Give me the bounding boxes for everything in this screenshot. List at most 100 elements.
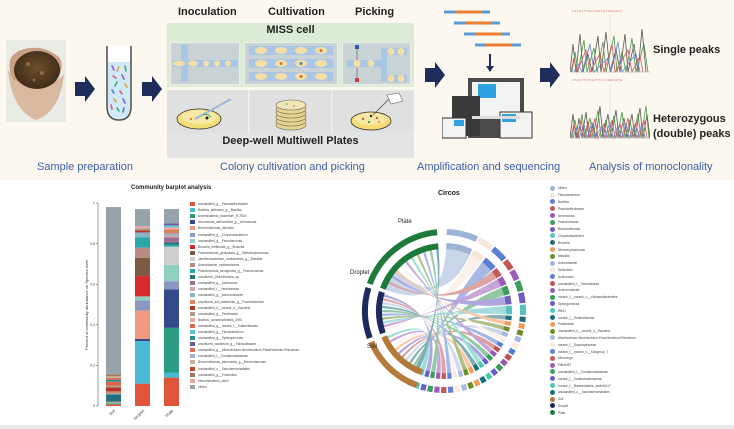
legend-dot	[550, 383, 555, 388]
legend-swatch	[190, 354, 195, 359]
bar-segment	[164, 377, 179, 406]
circos-taxon-sector	[482, 257, 496, 271]
legend-label: norank_f__Bacteroidetes_vadinHA17	[558, 383, 611, 388]
legend-dot	[550, 301, 555, 307]
circos-taxon-sector	[489, 349, 498, 357]
legend-item: Brevundimonas_diminuta	[190, 225, 299, 231]
circos-taxon-outer-band	[473, 379, 481, 387]
legend-label: Acinetobacter_radioresistens	[198, 262, 240, 267]
legend-dot	[550, 185, 555, 191]
bar-segment	[106, 207, 121, 375]
circos-legend-item: Pedobacter	[550, 321, 636, 328]
legend-label: Sphingomonas	[558, 301, 580, 306]
circos-legend-item: norank_f__norank_o__Subgroup_7	[550, 348, 636, 355]
legend-item: unclassified_g__Sphingomonas	[190, 335, 299, 341]
circos-taxon-sector	[447, 372, 452, 379]
legend-item: unclassified_g__Trodoebus	[190, 372, 299, 378]
circos-legend-item: unclassified_o__Saccharimonadales	[550, 389, 636, 396]
circos-legend-item: Soil	[550, 396, 636, 403]
legend-dot	[550, 267, 555, 273]
bar-segment	[164, 233, 179, 236]
legend-dot	[550, 349, 555, 355]
bar-segment	[135, 209, 150, 227]
bar-segment	[135, 339, 150, 342]
legend-item: unclassified_g__Chryseobacterium	[190, 231, 299, 237]
bar-segment	[106, 393, 121, 395]
legend-label: unclassified_g__Flavobacterium	[198, 330, 244, 335]
legend-label: Brevundimonas_intermedia_g__Brevundimona…	[198, 360, 267, 365]
circos-taxon-sector	[491, 267, 502, 279]
inoculation-plate	[167, 91, 249, 133]
circos-taxon-sector	[498, 336, 507, 343]
legend-swatch	[190, 226, 195, 231]
dna-fragments-icon	[444, 10, 521, 47]
circos-taxon-outer-band	[516, 329, 524, 337]
bottom-divider	[0, 425, 734, 429]
legend-label: unclassified_g__Achromobacter	[198, 293, 244, 298]
bar-segment	[106, 402, 121, 404]
legend-swatch	[190, 262, 195, 267]
legend-swatch	[190, 269, 195, 274]
legend-label: Bacillus_anthracis_g__Bacillus	[198, 208, 242, 213]
legend-label: RB41	[558, 308, 566, 313]
circos-taxon-outer-band	[420, 383, 427, 391]
circos-taxon-sector	[481, 357, 489, 365]
bar-segment	[135, 230, 150, 233]
legend-item: uncultured_soil_bacterium_g__Flavobacter…	[190, 299, 299, 305]
legend-swatch	[190, 214, 195, 219]
circos-taxon-sector	[441, 372, 447, 379]
bar-segment	[164, 372, 179, 378]
circos-legend-item: Microvirga	[550, 355, 636, 362]
legend-label: Ardenticatenia_bacterium_R-7515	[198, 214, 247, 219]
circos-taxon-outer-band	[509, 269, 520, 282]
circos-taxon-outer-band	[454, 385, 461, 393]
circos-taxon-sector	[477, 360, 485, 369]
legend-dot	[550, 355, 555, 361]
circos-taxon-outer-band	[441, 386, 447, 393]
circos-legend-item: norank_f__Bacteroidetes_vadinHA17	[550, 382, 636, 389]
circos-taxon-outer-band	[427, 385, 434, 393]
circos-legend-item: RB41	[550, 307, 636, 314]
legend-swatch	[190, 317, 195, 322]
circos-taxon-outer-band	[447, 386, 454, 393]
legend-dot	[550, 369, 555, 375]
circos-legend-item: Stenotrophomonas	[550, 246, 636, 253]
legend-item: others	[190, 384, 299, 390]
circos-legend-item: Bacillus	[550, 199, 636, 206]
community-barplot: Percent of community abundance on Specie…	[84, 201, 179, 421]
circos-legend-item: Acidovorax	[550, 273, 636, 280]
circos-legend-item: norank_f__Xanthobacteraceae	[550, 375, 636, 382]
circos-group-sector	[376, 291, 386, 335]
circos-taxon-sector	[503, 326, 510, 332]
legend-item: unclassified_g__Flavobacterium	[190, 329, 299, 335]
circos-legend-item: Flavobacterium	[550, 192, 636, 199]
legend-label: others	[558, 186, 567, 191]
single-peaks-chromatogram	[570, 14, 650, 74]
circos-taxon-sector	[470, 249, 485, 262]
bar-segment	[106, 381, 121, 386]
bar-segment	[135, 341, 150, 384]
legend-dot	[550, 396, 555, 402]
legend-dot	[550, 328, 555, 334]
barplot-y-tick-label: 1	[93, 201, 95, 205]
legend-dot	[550, 376, 555, 382]
legend-label: Aeromonas	[558, 213, 575, 218]
bar-segment	[106, 403, 121, 405]
legend-item: unclassified_g__Pedobacter	[190, 311, 299, 317]
legend-item: Pseudomonas_geniculata_g__Stenotrophomon…	[190, 250, 299, 256]
legend-label: norank_f__Xanthobacteraceae	[558, 376, 602, 381]
circos-taxon-outer-band	[508, 347, 516, 356]
legend-label: Janthinobacterium_ovalbaminus_g__Massili…	[198, 256, 263, 261]
barplot-y-tick-label: 0.2	[90, 364, 95, 368]
legend-dot	[550, 206, 555, 212]
circos-legend-item: Plate	[550, 409, 636, 416]
legend-label: Chryseobacterium	[558, 233, 584, 238]
circos-taxon-outer-band	[490, 368, 499, 376]
legend-item: unclassified_k__norank_d__Bacteria	[190, 305, 299, 311]
legend-label: Achromobacter	[558, 288, 580, 293]
legend-swatch	[190, 293, 195, 298]
legend-swatch	[190, 281, 195, 286]
circos-taxon-sector	[505, 315, 512, 321]
bar-segment	[164, 281, 179, 290]
